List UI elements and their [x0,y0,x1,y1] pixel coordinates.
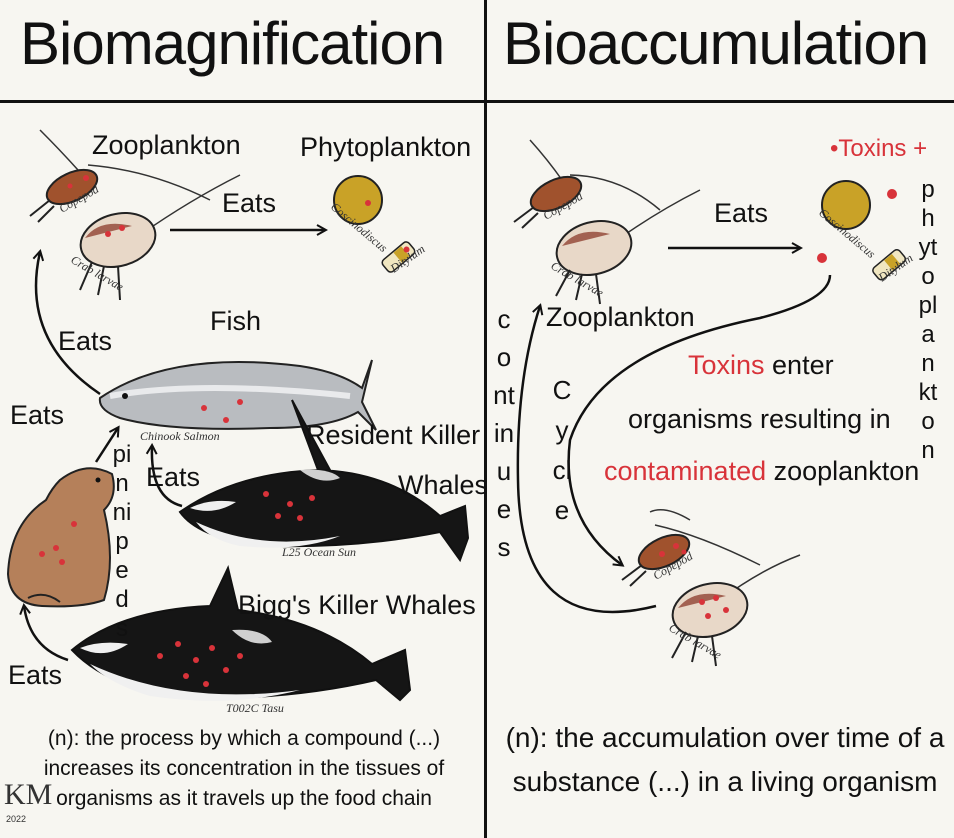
toxin-dot [887,189,897,199]
label-eats-2: Eats [58,326,113,356]
label-toxins-enter: Toxins enter [688,350,834,380]
label-pinnipeds: pinnipeds [112,441,132,642]
label-fish: Fish [210,306,262,336]
crab-larva-icon [555,189,701,305]
label-eats-1: Eats [222,188,277,218]
label-continues: continues [493,304,515,562]
label-whales: Whales [398,470,489,500]
crab-larva-icon [79,174,241,301]
chinook-salmon-icon [98,359,377,431]
label-resident-killer: Resident Killer [306,420,481,450]
word-contaminated: contaminated [604,456,767,486]
copepod-icon [513,139,661,229]
label-toxins-plus: •Toxins + [830,135,928,162]
copepod-icon [29,129,211,223]
arrow-resident-eats-fish [152,446,183,508]
caption-salmon: Chinook Salmon [140,429,220,443]
label-eats-right: Eats [714,198,769,228]
arrow-biggs-eats-seal [24,606,69,662]
definition-bioaccumulation: (n): the accumulation over time of a sub… [505,722,945,797]
word-enter: enter [764,350,834,380]
coscinodiscus-icon [333,175,383,225]
label-eats-5: Eats [8,660,63,690]
label-phytoplankton: Phytoplankton [300,132,472,162]
definition-biomagnification: (n): the process by which a compound (..… [43,727,445,810]
contaminated-copepod-icon [621,509,761,587]
label-organisms-resulting: organisms resulting in [628,404,891,434]
label-zooplankton-right: Zooplankton [546,302,695,332]
ditylum-icon [872,248,907,281]
signature-year: 2022 [6,814,27,824]
biggs-orca-icon [70,565,412,702]
contaminated-crab-larva-icon [671,554,801,667]
ditylum-icon [381,241,416,273]
pinniped-icon [6,467,115,608]
signature-initials: KM [4,778,53,811]
coscinodiscus-icon [821,180,871,230]
label-cycle: Cycle [552,375,572,525]
arrow-toxins-enter [567,274,832,565]
arrow-cycle-continues [516,306,657,614]
caption-t002c: T002C Tasu [226,701,284,715]
word-zooplankton: zooplankton [766,456,920,486]
word-toxins: Toxins [688,350,765,380]
arrow-fish-eats-zoo [36,252,101,396]
column-divider [484,0,487,838]
title-bioaccumulation: Bioaccumulation [503,10,929,77]
toxin-dot [817,253,827,263]
label-eats-4: Eats [146,462,201,492]
label-phytoplankton-vertical: phytoplankton [918,176,938,464]
label-contaminated-zooplankton: contaminated zooplankton [604,456,919,486]
label-eats-3: Eats [10,400,65,430]
arrow-seal-eats-fish [94,428,118,463]
title-biomagnification: Biomagnification [20,10,445,77]
label-biggs-killer-whales: Bigg's Killer Whales [238,590,476,620]
header-divider [0,100,954,103]
label-zooplankton: Zooplankton [92,130,241,160]
caption-l25: L25 Ocean Sun [281,545,356,559]
resident-orca-icon [178,399,470,563]
